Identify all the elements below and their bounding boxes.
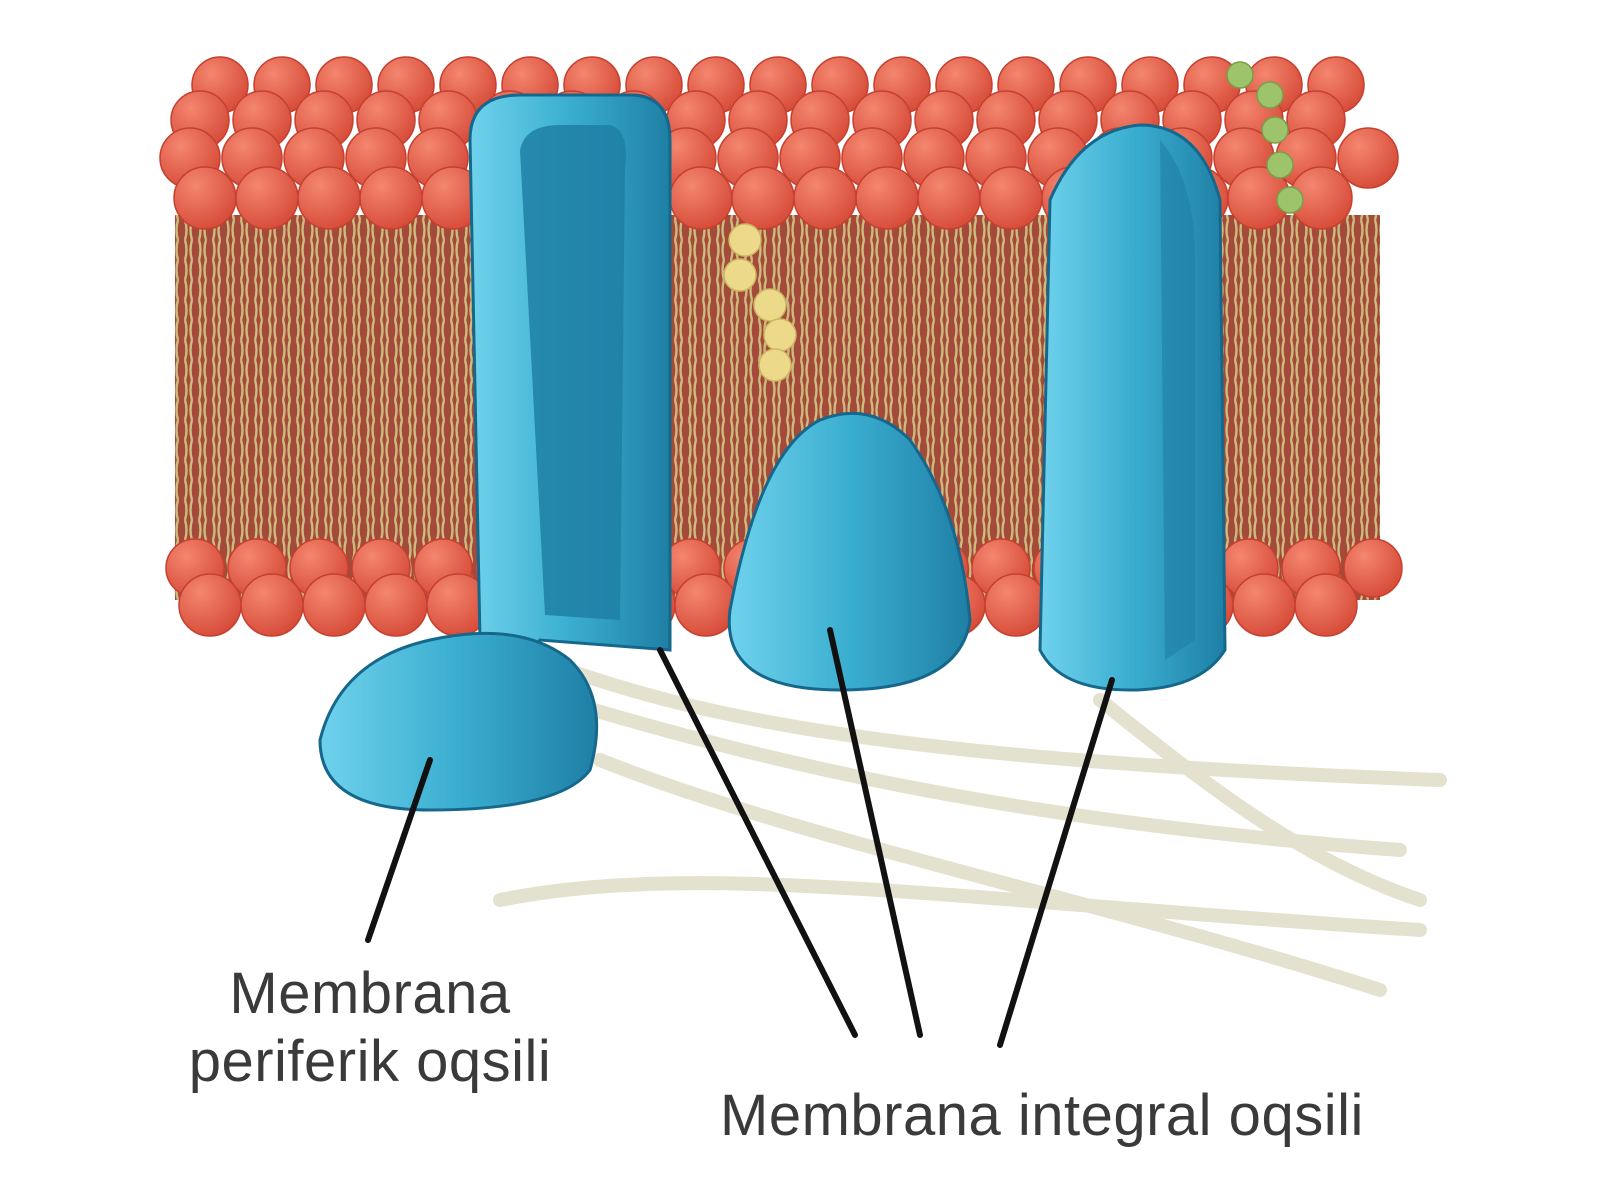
lipid-head (674, 573, 738, 637)
lipid-head (979, 166, 1043, 230)
cholesterol-molecules (723, 223, 797, 382)
lipid-head (178, 573, 242, 637)
lipid-head (731, 166, 795, 230)
peripheral-label-line1: Membrana (229, 961, 511, 1026)
peripheral-protein (318, 631, 599, 812)
cholesterol-unit (753, 288, 787, 322)
cytoskeleton-fibers (493, 653, 1447, 997)
leader-line-right (997, 677, 1115, 1048)
channel-protein (468, 93, 672, 662)
glycolipid-unit (1226, 61, 1254, 89)
peripheral-protein-label: Membrana periferik oqsili (150, 960, 590, 1097)
lipid-head (984, 573, 1048, 637)
lipid-head (297, 166, 361, 230)
lipid-head (1343, 538, 1403, 598)
integral-protein-label: Membrana integral oqsili (720, 1083, 1364, 1148)
glycolipid-unit (1266, 151, 1294, 179)
leader-lines (365, 627, 1115, 1048)
lipid-head (359, 166, 423, 230)
cholesterol-unit (763, 318, 797, 352)
leader-line-center (827, 627, 923, 1038)
lipid-head (302, 573, 366, 637)
lipid-head (235, 166, 299, 230)
cholesterol-unit (758, 348, 792, 382)
lipid-head (855, 166, 919, 230)
lipid-head (793, 166, 857, 230)
cholesterol-unit (728, 223, 762, 257)
lipid-head (364, 573, 428, 637)
lipid-head (1337, 127, 1399, 189)
lipid-head (1232, 573, 1296, 637)
leader-line-channel (657, 647, 858, 1038)
lipid-head (669, 166, 733, 230)
integral-protein-center (727, 411, 972, 692)
glycolipid-unit (1276, 186, 1304, 214)
lipid-head (1294, 573, 1358, 637)
cholesterol-unit (723, 258, 757, 292)
lipid-head (917, 166, 981, 230)
glycolipid-chain (1226, 61, 1304, 214)
peripheral-label-line2: periferik oqsili (188, 1029, 552, 1095)
leader-line-peripheral (365, 757, 433, 943)
lipid-head (173, 166, 237, 230)
lipid-head (240, 573, 304, 637)
integral-protein-right (1038, 123, 1227, 692)
glycolipid-unit (1256, 81, 1284, 109)
glycolipid-unit (1261, 116, 1289, 144)
